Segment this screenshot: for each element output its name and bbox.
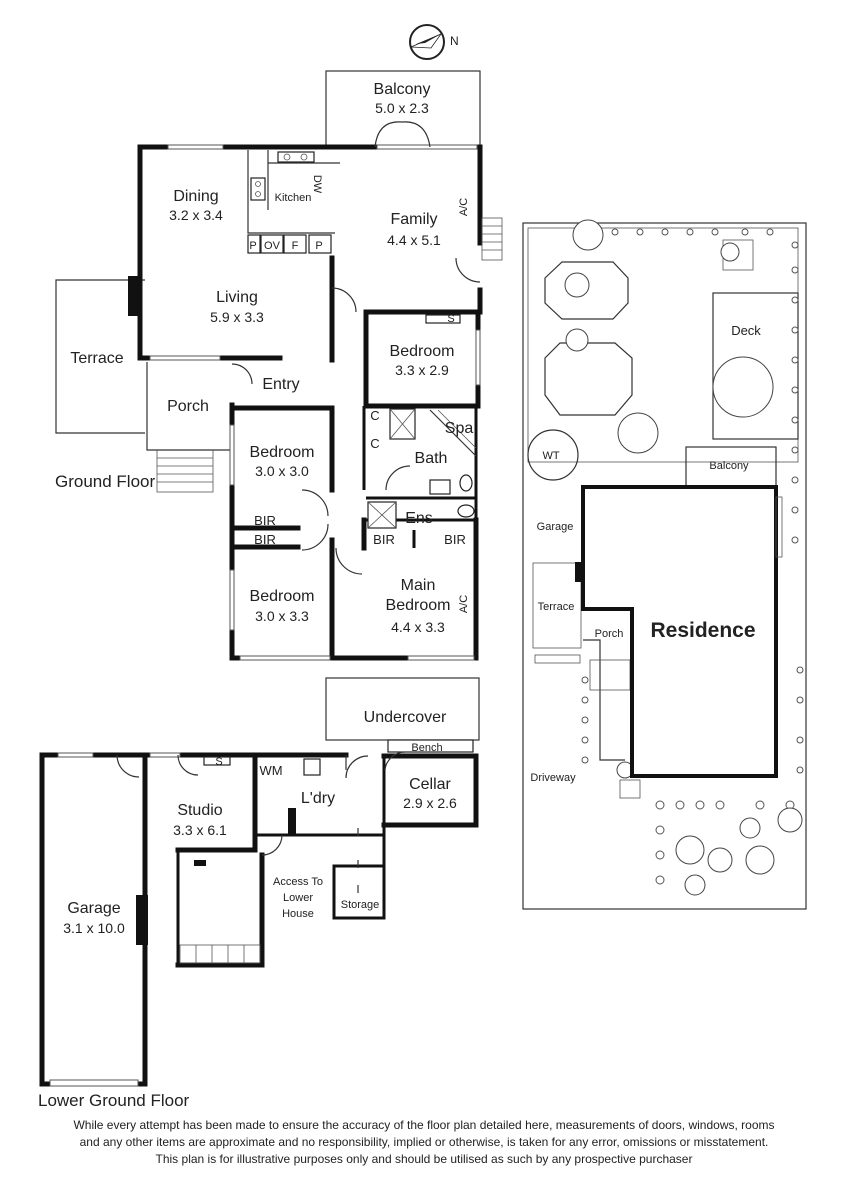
main-bedroom-dims: 4.4 x 3.3 xyxy=(391,619,445,635)
site-plan xyxy=(522,219,807,910)
dw-label: DW xyxy=(311,175,323,194)
main-bedroom-label-1: Main xyxy=(401,577,436,594)
bir-label-3: BIR xyxy=(373,532,395,547)
storage-label: Storage xyxy=(341,899,380,911)
tree-icon xyxy=(572,219,604,251)
s-label-lower: S xyxy=(215,756,222,768)
terrace-label: Terrace xyxy=(70,350,123,367)
bedroom-east-dims: 3.3 x 2.9 xyxy=(395,362,449,378)
bedroom-mid-dims: 3.0 x 3.0 xyxy=(255,463,309,479)
disclaimer-line-1: While every attempt has been made to ens… xyxy=(73,1118,775,1132)
ens-label: Ens xyxy=(405,510,433,527)
porch-label: Porch xyxy=(167,398,209,415)
disclaimer-line-2: and any other items are approximate and … xyxy=(79,1135,769,1149)
bedroom-mid-label: Bedroom xyxy=(250,444,315,461)
family-label: Family xyxy=(390,211,437,228)
wm-icon xyxy=(303,758,321,776)
dining-label: Dining xyxy=(173,188,218,205)
dining-dims: 3.2 x 3.4 xyxy=(169,207,223,223)
ensuite-toilet-icon xyxy=(457,504,475,518)
disclaimer-line-3: This plan is for illustrative purposes o… xyxy=(155,1152,693,1166)
access-label-1: Access To xyxy=(273,876,323,888)
s-label-ground: S xyxy=(447,313,454,325)
pantry-label-1: P xyxy=(249,240,256,252)
bath-label: Bath xyxy=(415,450,448,467)
vanity-icon xyxy=(429,479,451,495)
ground-floor-plan xyxy=(55,70,503,661)
bedroom-sw-dims: 3.0 x 3.3 xyxy=(255,608,309,624)
bir-label-2: BIR xyxy=(254,532,276,547)
kitchen-sink-icon xyxy=(277,151,315,163)
cellar-dims: 2.9 x 2.6 xyxy=(403,795,457,811)
bedroom-east-label: Bedroom xyxy=(390,343,455,360)
bench-label: Bench xyxy=(411,742,442,754)
fridge-label: F xyxy=(292,240,299,252)
spa-icon xyxy=(429,409,477,457)
pantry-label-2: P xyxy=(315,240,322,252)
site-garage-label: Garage xyxy=(537,521,574,533)
balcony-dims: 5.0 x 2.3 xyxy=(375,100,429,116)
ac-label-1: A/C xyxy=(458,198,470,216)
entry-label: Entry xyxy=(262,376,299,393)
compass-icon xyxy=(409,24,445,60)
deck-outline xyxy=(712,292,799,440)
kitchen-label: Kitchen xyxy=(275,192,312,204)
hedge-shrubs xyxy=(581,228,804,885)
cupboard-label-1: C xyxy=(370,408,379,423)
main-bedroom-label-2: Bedroom xyxy=(386,597,451,614)
living-label: Living xyxy=(216,289,258,306)
bench-icon xyxy=(387,739,474,753)
ground-floor-title: Ground Floor xyxy=(55,472,155,491)
bir-label-4: BIR xyxy=(444,532,466,547)
cooktop-icon xyxy=(250,177,266,201)
cupboard-label-2: C xyxy=(370,436,379,451)
lower-floor-plan xyxy=(39,677,480,1087)
site-balcony-label: Balcony xyxy=(709,460,749,472)
site-terrace-label: Terrace xyxy=(538,601,575,613)
wm-label: WM xyxy=(259,763,282,778)
residence-label: Residence xyxy=(650,619,755,642)
bedroom-sw-label: Bedroom xyxy=(250,588,315,605)
garage-label: Garage xyxy=(67,900,120,917)
studio-label: Studio xyxy=(177,802,222,819)
north-label: N xyxy=(450,34,459,48)
cellar-label: Cellar xyxy=(409,776,451,793)
oven-label: OV xyxy=(264,240,281,252)
living-dims: 5.9 x 3.3 xyxy=(210,309,264,325)
site-wt-label: WT xyxy=(542,450,559,462)
laundry-label: L'dry xyxy=(301,790,335,807)
site-driveway-label: Driveway xyxy=(530,772,576,784)
bir-label-1: BIR xyxy=(254,513,276,528)
storage-outline xyxy=(332,864,386,920)
floor-plan-drawing: N xyxy=(38,24,807,1110)
porch-steps xyxy=(156,449,214,493)
family-steps xyxy=(481,217,503,261)
lower-floor-title: Lower Ground Floor xyxy=(38,1091,190,1110)
site-boundary xyxy=(522,222,807,910)
ac-label-2: A/C xyxy=(458,595,470,613)
site-deck-label: Deck xyxy=(731,323,761,338)
fireplace-icon xyxy=(128,276,140,316)
water-tank-icon xyxy=(527,429,579,481)
residence-outline xyxy=(581,485,778,778)
balcony-label: Balcony xyxy=(374,81,431,98)
disclaimer: While every attempt has been made to ens… xyxy=(20,1117,828,1168)
terrace-outline xyxy=(55,279,145,434)
undercover-label: Undercover xyxy=(364,709,447,726)
spa-label: Spa xyxy=(445,420,474,437)
garage-dims: 3.1 x 10.0 xyxy=(63,920,125,936)
toilet-icon xyxy=(459,474,473,492)
studio-dims: 3.3 x 6.1 xyxy=(173,822,227,838)
site-porch-label: Porch xyxy=(595,628,624,640)
access-label-2: Lower xyxy=(283,892,313,904)
family-dims: 4.4 x 5.1 xyxy=(387,232,441,248)
balcony-door-icon xyxy=(374,121,431,148)
access-label-3: House xyxy=(282,908,314,920)
